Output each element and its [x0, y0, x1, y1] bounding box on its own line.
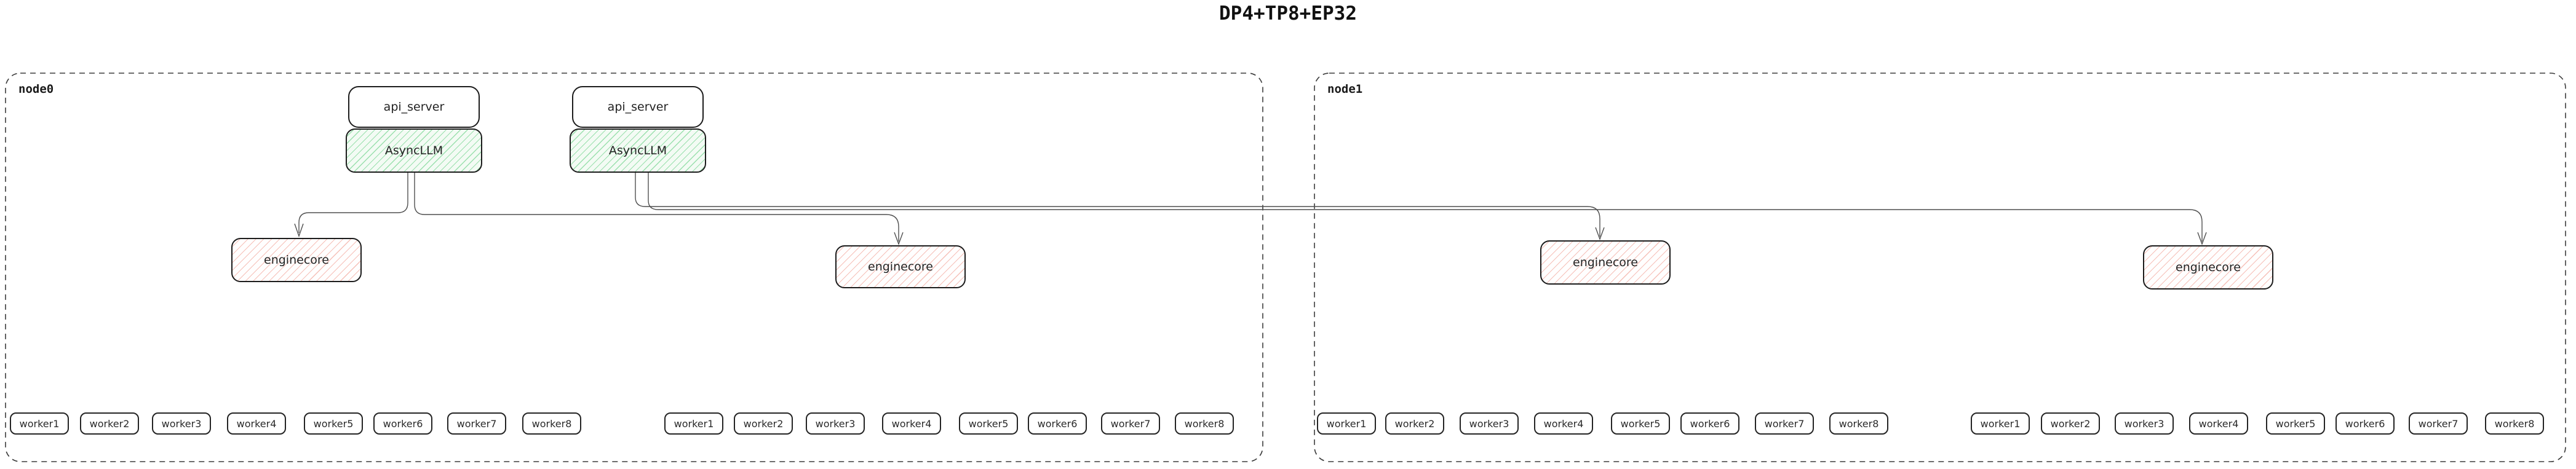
- enginecore-box-4: enginecore: [2143, 245, 2273, 290]
- worker-box: worker3: [2115, 412, 2174, 435]
- worker-box: worker2: [80, 412, 139, 435]
- worker-box: worker6: [2335, 412, 2395, 435]
- node1-label: node1: [1327, 82, 1363, 96]
- worker-box: worker5: [304, 412, 363, 435]
- arrowhead-enginecore1: [294, 223, 304, 238]
- worker-box: worker7: [447, 412, 506, 435]
- edge-asyncllm1-enginecore1: [298, 173, 408, 233]
- node0-label: node0: [18, 82, 54, 96]
- enginecore-box-3: enginecore: [1540, 240, 1671, 285]
- node1-border: [1314, 73, 2566, 462]
- worker-box: worker8: [1829, 412, 1888, 435]
- worker-box: worker6: [1680, 412, 1739, 435]
- arrowhead-enginecore3: [1595, 227, 1605, 241]
- api-server-box-1: api_server: [348, 86, 480, 128]
- node0-border: [5, 73, 1263, 462]
- worker-box: worker6: [1028, 412, 1087, 435]
- worker-box: worker7: [1755, 412, 1814, 435]
- worker-box: worker3: [806, 412, 865, 435]
- edge-asyncllm2-enginecore3: [635, 173, 1600, 237]
- worker-box: worker7: [2409, 412, 2468, 435]
- worker-box: worker8: [2485, 412, 2544, 435]
- worker-box: worker1: [1971, 412, 2030, 435]
- worker-box: worker1: [664, 412, 723, 435]
- worker-box: worker5: [1611, 412, 1670, 435]
- enginecore-box-2: enginecore: [835, 245, 966, 288]
- worker-box: worker5: [2266, 412, 2325, 435]
- worker-box: worker4: [2189, 412, 2248, 435]
- api-server-box-2: api_server: [572, 86, 704, 128]
- worker-box: worker4: [1534, 412, 1593, 435]
- worker-box: worker2: [734, 412, 793, 435]
- worker-box: worker7: [1101, 412, 1160, 435]
- asyncllm-box-1: AsyncLLM: [346, 128, 482, 173]
- worker-box: worker3: [152, 412, 211, 435]
- worker-box: worker4: [227, 412, 286, 435]
- worker-box: worker6: [373, 412, 432, 435]
- worker-box: worker2: [1385, 412, 1444, 435]
- enginecore-box-1: enginecore: [231, 238, 362, 282]
- worker-box: worker5: [959, 412, 1018, 435]
- edge-asyncllm1-enginecore2: [414, 173, 899, 242]
- worker-box: worker4: [882, 412, 941, 435]
- worker-box: worker3: [1460, 412, 1519, 435]
- worker-box: worker1: [10, 412, 69, 435]
- worker-box: worker2: [2041, 412, 2100, 435]
- arrowhead-enginecore4: [2197, 232, 2207, 246]
- worker-box: worker1: [1317, 412, 1376, 435]
- arrowhead-enginecore2: [894, 232, 904, 246]
- worker-box: worker8: [522, 412, 581, 435]
- worker-box: worker8: [1175, 412, 1234, 435]
- diagram-title: DP4+TP8+EP32: [1219, 2, 1357, 25]
- edge-asyncllm2-enginecore4: [648, 173, 2203, 242]
- asyncllm-box-2: AsyncLLM: [570, 128, 706, 173]
